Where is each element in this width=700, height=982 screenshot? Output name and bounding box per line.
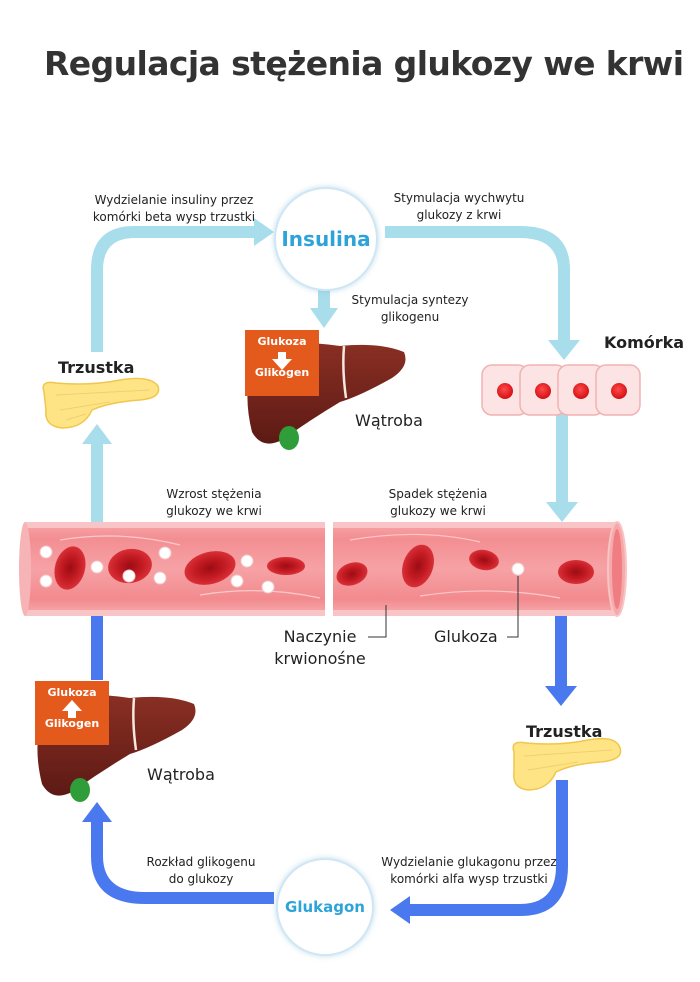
vessel-top-wall xyxy=(25,522,617,528)
gallbladder xyxy=(70,778,90,802)
glucose-particle xyxy=(261,580,275,594)
glucose-particle xyxy=(511,562,525,576)
pancreas-bottom-illustration xyxy=(512,737,622,791)
liver-ligament xyxy=(342,345,348,399)
arrow-liver-to-vessel-shaft xyxy=(91,604,103,680)
page-title: Regulacja stężenia glukozy we krwi xyxy=(44,44,684,83)
vessel-texture xyxy=(59,533,561,599)
glucose-particle xyxy=(90,560,104,574)
glycogen-breakdown-caption: Rozkład glikogenu do glukozy xyxy=(146,855,256,886)
arrow-insulin-to-liver-shaft xyxy=(318,286,330,310)
glucose-label-pointer xyxy=(507,576,519,638)
blood-vessel xyxy=(19,520,627,618)
red-blood-cell xyxy=(108,548,152,584)
red-blood-cell xyxy=(402,544,434,588)
pancreas-texture xyxy=(55,389,151,421)
arrow-pancreas-to-glucagon-head xyxy=(390,896,410,924)
glucagon-pathway-arrows xyxy=(82,586,577,924)
vessel-label-pointer xyxy=(368,605,387,638)
cell-label: Komórka xyxy=(604,333,685,352)
arrow-vessel-to-pancreas-shaft-2 xyxy=(555,604,567,688)
glycogen-to-glucose-box: Glukoza Glikogen xyxy=(35,681,109,745)
arrow-insulin-to-cells-head xyxy=(548,340,580,360)
glucose-increase-caption: Wzrost stężenia glukozy we krwi xyxy=(166,487,262,518)
glucose-particles xyxy=(39,545,525,594)
blood-vessel-label: Naczynie krwionośne xyxy=(274,627,366,668)
cell-nucleus xyxy=(535,383,551,399)
vessel-split-gap xyxy=(325,520,333,618)
glucagon-circle: Glukagon xyxy=(276,858,374,956)
vessel-left-opening xyxy=(19,522,31,616)
glucose-particle xyxy=(230,574,244,588)
label-pointers xyxy=(368,576,519,638)
glucose-particle xyxy=(153,571,167,585)
glucagon-secretion-caption: Wydzielanie glukagonu przez komórki alfa… xyxy=(381,855,557,886)
glucose-uptake-caption: Stymulacja wychwytu glukozy z krwi xyxy=(393,191,525,222)
insulin-secretion-caption: Wydzielanie insuliny przez komórki beta … xyxy=(92,193,256,224)
glucose-label: Glukoza xyxy=(434,627,498,646)
glucose-particle xyxy=(122,569,136,583)
arrow-pancreas-to-glucagon-shaft xyxy=(408,780,568,916)
red-blood-cells xyxy=(54,544,594,590)
cell-nucleus xyxy=(573,383,589,399)
pancreas-bottom-label: Trzustka xyxy=(526,722,603,741)
gallbladder xyxy=(279,426,299,450)
glucose-particle xyxy=(240,554,254,568)
glucose-particle xyxy=(39,545,53,559)
red-blood-cell xyxy=(469,549,499,571)
arrow-vessel-to-pancreas-head-2 xyxy=(545,686,577,706)
glycogen-synthesis-caption: Stymulacja syntezy glikogenu xyxy=(351,293,469,324)
liver-bottom-label: Wątroba xyxy=(147,765,215,784)
arrow-pancreas-to-insulin-shaft xyxy=(91,226,258,352)
glucose-decrease-caption: Spadek stężenia glukozy we krwi xyxy=(388,487,488,518)
pancreas-texture xyxy=(523,749,613,771)
glucose-particle xyxy=(39,574,53,588)
insulin-pathway-arrows xyxy=(82,218,580,546)
arrow-insulin-to-cells-shaft xyxy=(385,226,570,340)
liver-top-label: Wątroba xyxy=(355,411,423,430)
cell-nucleus xyxy=(611,383,627,399)
red-blood-cell xyxy=(558,560,594,584)
arrow-glucagon-to-liver-head xyxy=(82,802,112,822)
arrow-vessel-to-pancreas-shaft xyxy=(91,442,103,546)
arrow-cells-to-vessel-shaft xyxy=(556,414,568,504)
red-blood-cell xyxy=(184,551,236,585)
pancreas-top-illustration xyxy=(42,377,160,429)
liver-ligament xyxy=(132,697,138,751)
insulin-circle: Insulina xyxy=(274,187,378,291)
vessel-bottom-wall xyxy=(25,610,617,616)
arrow-vessel-to-pancreas-head xyxy=(82,424,112,444)
red-blood-cell xyxy=(54,546,86,590)
red-blood-cell xyxy=(336,562,368,586)
body-cells xyxy=(481,364,641,416)
pancreas-top-label: Trzustka xyxy=(58,358,135,377)
cell-nucleus xyxy=(497,383,513,399)
glucose-to-glycogen-box: Glukoza Glikogen xyxy=(245,330,319,396)
arrow-insulin-to-liver-head xyxy=(310,308,338,328)
glucose-particle xyxy=(158,546,172,560)
arrow-pancreas-to-insulin-head xyxy=(254,218,274,246)
red-blood-cell xyxy=(267,557,305,575)
insulin-label: Insulina xyxy=(281,227,371,251)
arrow-cells-to-vessel-head xyxy=(546,502,578,522)
glucagon-label: Glukagon xyxy=(285,898,365,916)
arrow-glucagon-to-liver-shaft xyxy=(91,820,274,904)
vessel-lumen xyxy=(612,529,622,609)
